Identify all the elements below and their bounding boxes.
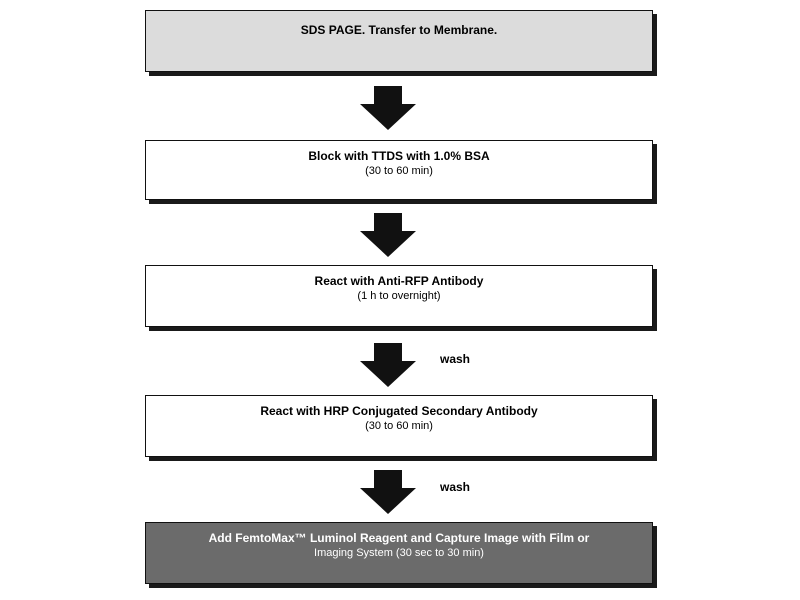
- step-3-title: React with Anti-RFP Antibody: [314, 274, 484, 288]
- step-5-title: Add FemtoMax™ Luminol Reagent and Captur…: [208, 531, 590, 545]
- down-arrow-icon: [360, 86, 416, 130]
- step-4-box: React with HRP Conjugated Secondary Anti…: [145, 395, 653, 457]
- step-5-duration: Imaging System (30 sec to 30 min): [314, 547, 484, 559]
- down-arrow-icon: [360, 470, 416, 514]
- wash-label: wash: [440, 352, 471, 366]
- step-5-box: Add FemtoMax™ Luminol Reagent and Captur…: [145, 522, 653, 584]
- step-3-box: React with Anti-RFP Antibody (1 h to ove…: [145, 265, 653, 327]
- step-3-duration: (1 h to overnight): [357, 290, 441, 302]
- down-arrow-icon: [360, 213, 416, 257]
- step-1-title: SDS PAGE. Transfer to Membrane.: [300, 23, 498, 37]
- step-2-title: Block with TTDS with 1.0% BSA: [308, 149, 490, 163]
- step-4-duration: (30 to 60 min): [365, 420, 433, 432]
- step-2-duration: (30 to 60 min): [365, 165, 433, 177]
- wash-label: wash: [440, 480, 471, 494]
- down-arrow-icon: [360, 343, 416, 387]
- step-1-box: SDS PAGE. Transfer to Membrane.: [145, 10, 653, 72]
- step-2-box: Block with TTDS with 1.0% BSA (30 to 60 …: [145, 140, 653, 200]
- step-4-title: React with HRP Conjugated Secondary Anti…: [260, 404, 538, 418]
